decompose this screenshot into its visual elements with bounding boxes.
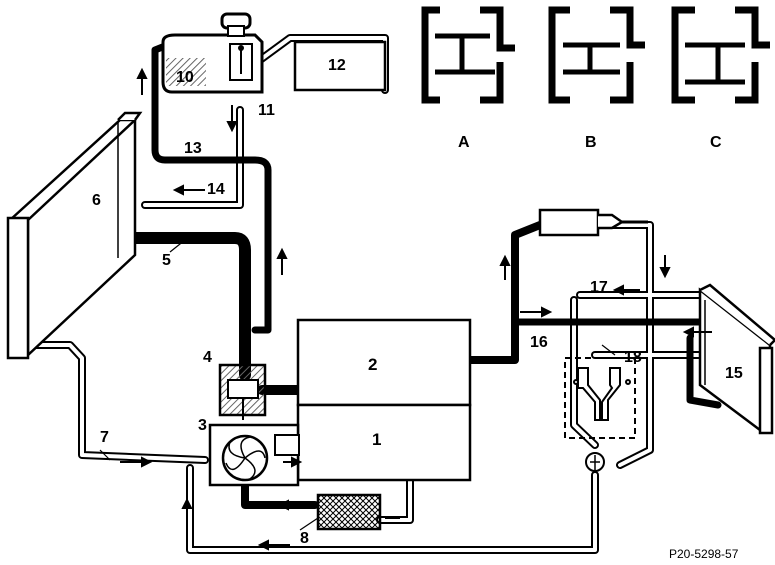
- label-12: 12: [328, 57, 346, 74]
- label-18: 18: [624, 349, 642, 366]
- label-6: 6: [92, 192, 101, 209]
- heater-core: [698, 283, 775, 435]
- label-17: 17: [590, 279, 608, 296]
- valve-detail-b: [548, 6, 645, 104]
- component-labels: 1 2 3 4 5 6 7 8 10 11 12 13 14 15 16 17 …: [92, 57, 743, 561]
- thermostat: [218, 363, 267, 420]
- label-13: 13: [184, 140, 202, 157]
- label-14: 14: [207, 181, 225, 198]
- reservoir: [293, 40, 387, 92]
- valve-label-b: B: [585, 134, 597, 151]
- label-1: 1: [372, 430, 381, 449]
- water-pump: [208, 423, 300, 487]
- radiator: [6, 111, 143, 360]
- label-16: 16: [530, 334, 548, 351]
- leader-lines: [99, 239, 616, 531]
- valve-detail-c: [671, 6, 770, 104]
- label-10: 10: [176, 69, 194, 86]
- label-7: 7: [100, 429, 109, 446]
- reference-code: P20-5298-57: [669, 547, 739, 561]
- label-8: 8: [300, 530, 309, 547]
- engine: [296, 318, 472, 482]
- valve-detail-a: [421, 6, 515, 104]
- valve-label-a: A: [458, 134, 470, 151]
- label-5: 5: [162, 252, 171, 269]
- auxiliary-pump: [538, 208, 648, 237]
- auxiliary-heater: [316, 493, 382, 531]
- valve-label-c: C: [710, 134, 722, 151]
- label-15: 15: [725, 365, 743, 382]
- label-11: 11: [258, 102, 275, 119]
- label-2: 2: [368, 355, 377, 374]
- expansion-tank: [161, 12, 264, 94]
- heater-valve: [564, 357, 636, 472]
- label-4: 4: [203, 349, 212, 366]
- label-3: 3: [198, 417, 207, 434]
- flow-arrows: [120, 67, 712, 551]
